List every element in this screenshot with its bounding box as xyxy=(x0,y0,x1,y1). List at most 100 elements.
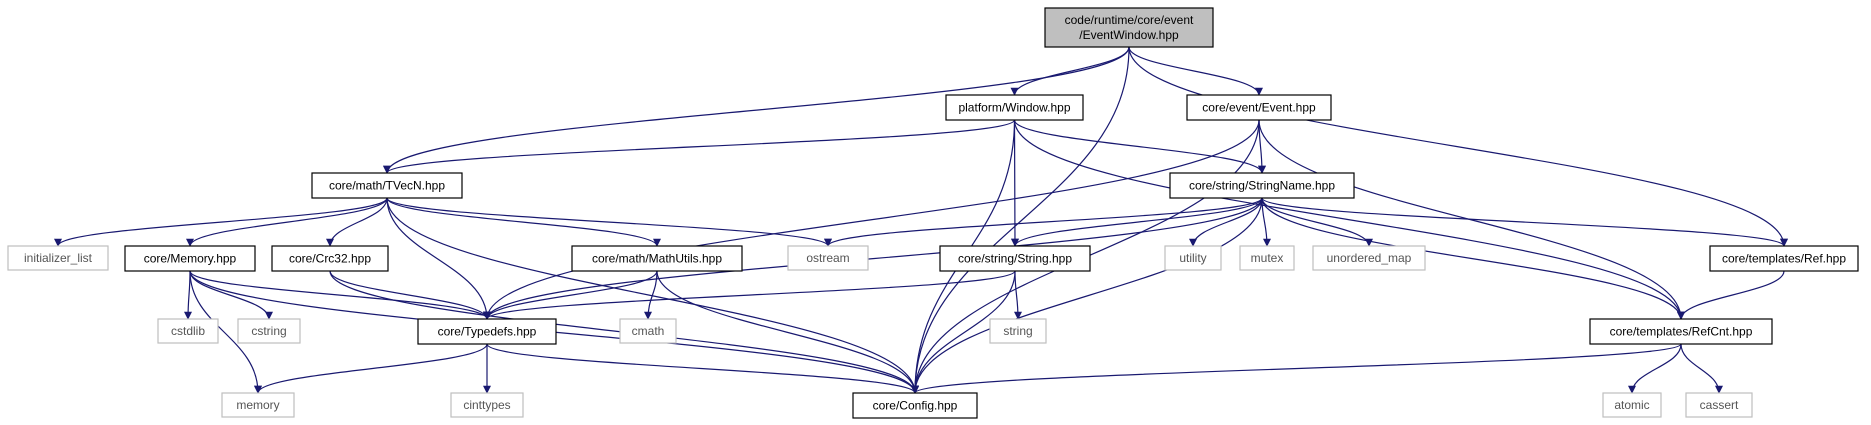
edge-crc32-to-typedefs xyxy=(329,270,491,320)
edge-root-to-tvecn xyxy=(383,46,1130,174)
edge-root-to-window xyxy=(1010,46,1130,96)
nodes-layer: code/runtime/core/event/EventWindow.hpp p… xyxy=(7,7,1859,419)
edge-stringname-to-unordered_map xyxy=(1261,197,1373,247)
node-atomic-box xyxy=(1602,392,1662,418)
node-string: string xyxy=(989,318,1047,344)
node-config-box[interactable] xyxy=(852,392,978,419)
edge-memory_hpp-to-memory xyxy=(189,270,262,394)
node-mathutils-box[interactable] xyxy=(571,245,743,272)
node-config[interactable]: core/Config.hpp xyxy=(852,392,978,419)
edge-tvecn-to-mathutils xyxy=(386,197,661,247)
node-memory_hpp[interactable]: core/Memory.hpp xyxy=(124,245,256,272)
node-ref-box[interactable] xyxy=(1709,245,1859,272)
node-initlist-label: initializer_list xyxy=(24,251,93,265)
node-typedefs-box[interactable] xyxy=(417,318,557,345)
node-mathutils-label: core/math/MathUtils.hpp xyxy=(592,252,722,266)
node-typedefs-label: core/Typedefs.hpp xyxy=(438,325,537,339)
node-cassert-box xyxy=(1685,392,1753,418)
edge-root-to-config xyxy=(911,46,1130,394)
node-memory-box xyxy=(221,392,295,418)
node-string_hpp-label: core/string/String.hpp xyxy=(958,252,1072,266)
node-cinttypes: cinttypes xyxy=(450,392,524,418)
node-string_hpp-box[interactable] xyxy=(939,245,1091,272)
edge-typedefs-to-config xyxy=(486,343,919,394)
node-string-label: string xyxy=(1003,324,1032,338)
node-window-label: platform/Window.hpp xyxy=(958,101,1070,115)
node-utility: utility xyxy=(1164,245,1222,271)
edge-string_hpp-to-string xyxy=(1013,270,1022,320)
node-root-label: code/runtime/core/event xyxy=(1065,13,1194,27)
edge-tvecn-to-initlist xyxy=(54,197,388,247)
edge-window-to-tvecn xyxy=(383,119,1016,174)
node-event-box[interactable] xyxy=(1186,94,1332,121)
node-cstdlib-box xyxy=(157,318,219,344)
node-mathutils[interactable]: core/math/MathUtils.hpp xyxy=(571,245,743,272)
node-memory_hpp-box[interactable] xyxy=(124,245,256,272)
edges-layer xyxy=(54,46,1788,394)
node-event[interactable]: core/event/Event.hpp xyxy=(1186,94,1332,121)
node-cmath-label: cmath xyxy=(632,324,665,338)
edge-stringname-to-typedefs xyxy=(483,197,1263,320)
node-string-box xyxy=(989,318,1047,344)
edge-stringname-to-utility xyxy=(1189,197,1263,247)
node-refcnt-box[interactable] xyxy=(1589,318,1773,345)
node-ref-label: core/templates/Ref.hpp xyxy=(1722,252,1846,266)
edge-root-to-ref xyxy=(1128,46,1788,247)
node-refcnt[interactable]: core/templates/RefCnt.hpp xyxy=(1589,318,1773,345)
edge-stringname-to-string_hpp xyxy=(1011,197,1263,247)
node-root-box[interactable] xyxy=(1044,7,1214,48)
edge-tvecn-to-typedefs xyxy=(386,197,491,320)
node-cstdlib-label: cstdlib xyxy=(171,324,205,338)
node-cstdlib: cstdlib xyxy=(157,318,219,344)
edge-stringname-to-refcnt xyxy=(1261,197,1685,320)
node-mutex-box xyxy=(1239,245,1295,271)
edge-event-to-typedefs xyxy=(483,119,1260,320)
node-crc32[interactable]: core/Crc32.hpp xyxy=(271,245,389,272)
node-ref[interactable]: core/templates/Ref.hpp xyxy=(1709,245,1859,272)
node-tvecn[interactable]: core/math/TVecN.hpp xyxy=(311,172,463,199)
node-stringname[interactable]: core/string/StringName.hpp xyxy=(1169,172,1355,199)
node-ostream: ostream xyxy=(787,245,869,271)
node-config-label: core/Config.hpp xyxy=(873,399,958,413)
node-utility-label: utility xyxy=(1179,251,1206,265)
edge-memory_hpp-to-typedefs xyxy=(189,270,491,320)
node-string_hpp[interactable]: core/string/String.hpp xyxy=(939,245,1091,272)
node-atomic-label: atomic xyxy=(1614,398,1649,412)
node-cassert-label: cassert xyxy=(1700,398,1739,412)
node-typedefs[interactable]: core/Typedefs.hpp xyxy=(417,318,557,345)
node-mutex: mutex xyxy=(1239,245,1295,271)
node-mutex-label: mutex xyxy=(1251,251,1284,265)
edge-mathutils-to-config xyxy=(656,270,919,394)
node-cstring-label: cstring xyxy=(251,324,286,338)
node-tvecn-box[interactable] xyxy=(311,172,463,199)
node-window[interactable]: platform/Window.hpp xyxy=(945,94,1084,121)
edge-refcnt-to-cassert xyxy=(1680,343,1723,394)
edge-string_hpp-to-typedefs xyxy=(483,270,1016,320)
node-tvecn-label: core/math/TVecN.hpp xyxy=(329,179,445,193)
node-memory_hpp-label: core/Memory.hpp xyxy=(144,252,237,266)
edge-ref-to-refcnt xyxy=(1677,270,1785,320)
node-stringname-label: core/string/StringName.hpp xyxy=(1189,179,1335,193)
node-cinttypes-box xyxy=(450,392,524,418)
edge-stringname-to-config xyxy=(911,197,1263,394)
edge-root-to-event xyxy=(1128,46,1263,96)
edge-string_hpp-to-config xyxy=(911,270,1016,394)
node-window-box[interactable] xyxy=(945,94,1084,121)
edge-mathutils-to-cmath xyxy=(644,270,658,320)
node-root[interactable]: code/runtime/core/event/EventWindow.hpp xyxy=(1044,7,1214,48)
node-event-label: core/event/Event.hpp xyxy=(1202,101,1316,115)
node-cmath-box xyxy=(619,318,677,344)
node-cinttypes-label: cinttypes xyxy=(463,398,510,412)
node-crc32-box[interactable] xyxy=(271,245,389,272)
node-cassert: cassert xyxy=(1685,392,1753,418)
node-ostream-label: ostream xyxy=(806,251,849,265)
node-stringname-box[interactable] xyxy=(1169,172,1355,199)
edge-refcnt-to-atomic xyxy=(1628,343,1682,394)
edge-window-to-refcnt xyxy=(1013,119,1685,320)
node-crc32-label: core/Crc32.hpp xyxy=(289,252,371,266)
edge-stringname-to-ostream xyxy=(824,197,1263,247)
edge-tvecn-to-ostream xyxy=(386,197,832,247)
edge-tvecn-to-config xyxy=(386,197,919,394)
node-initlist-box xyxy=(7,245,109,271)
